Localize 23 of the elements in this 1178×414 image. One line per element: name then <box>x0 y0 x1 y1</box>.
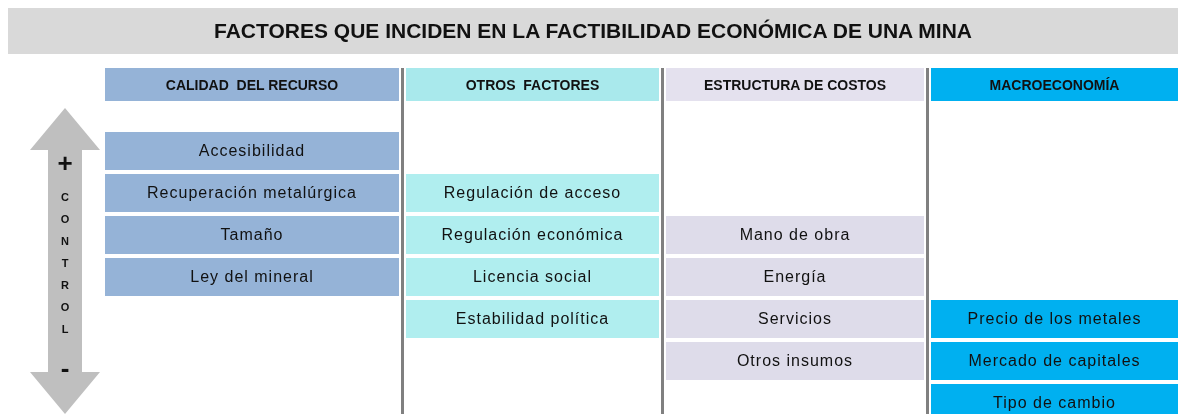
column-header: MACROECONOMÍA <box>931 68 1178 101</box>
factor-cell: Mano de obra <box>666 216 924 254</box>
factor-cell: Tamaño <box>105 216 399 254</box>
axis-label: CONTROL <box>59 190 71 337</box>
factor-cell: Ley del mineral <box>105 258 399 296</box>
factor-cell: Energía <box>666 258 924 296</box>
factor-cell: Accesibilidad <box>105 132 399 170</box>
minus-sign: - <box>59 355 71 381</box>
factor-cell: Recuperación metalúrgica <box>105 174 399 212</box>
column-header: ESTRUCTURA DE COSTOS <box>666 68 924 101</box>
factor-cell: Otros insumos <box>666 342 924 380</box>
factor-cell: Tipo de cambio <box>931 384 1178 414</box>
column-header: OTROS FACTORES <box>406 68 659 101</box>
factor-cell: Mercado de capitales <box>931 342 1178 380</box>
factor-cell: Estabilidad política <box>406 300 659 338</box>
factor-cell: Precio de los metales <box>931 300 1178 338</box>
factor-cell: Regulación de acceso <box>406 174 659 212</box>
title-banner: FACTORES QUE INCIDEN EN LA FACTIBILIDAD ECONÓMICA DE UNA MINA <box>8 8 1178 54</box>
column-header: CALIDAD DEL RECURSO <box>105 68 399 101</box>
factor-cell: Regulación económica <box>406 216 659 254</box>
plus-sign: + <box>56 150 74 176</box>
factor-cell: Servicios <box>666 300 924 338</box>
factor-cell: Licencia social <box>406 258 659 296</box>
